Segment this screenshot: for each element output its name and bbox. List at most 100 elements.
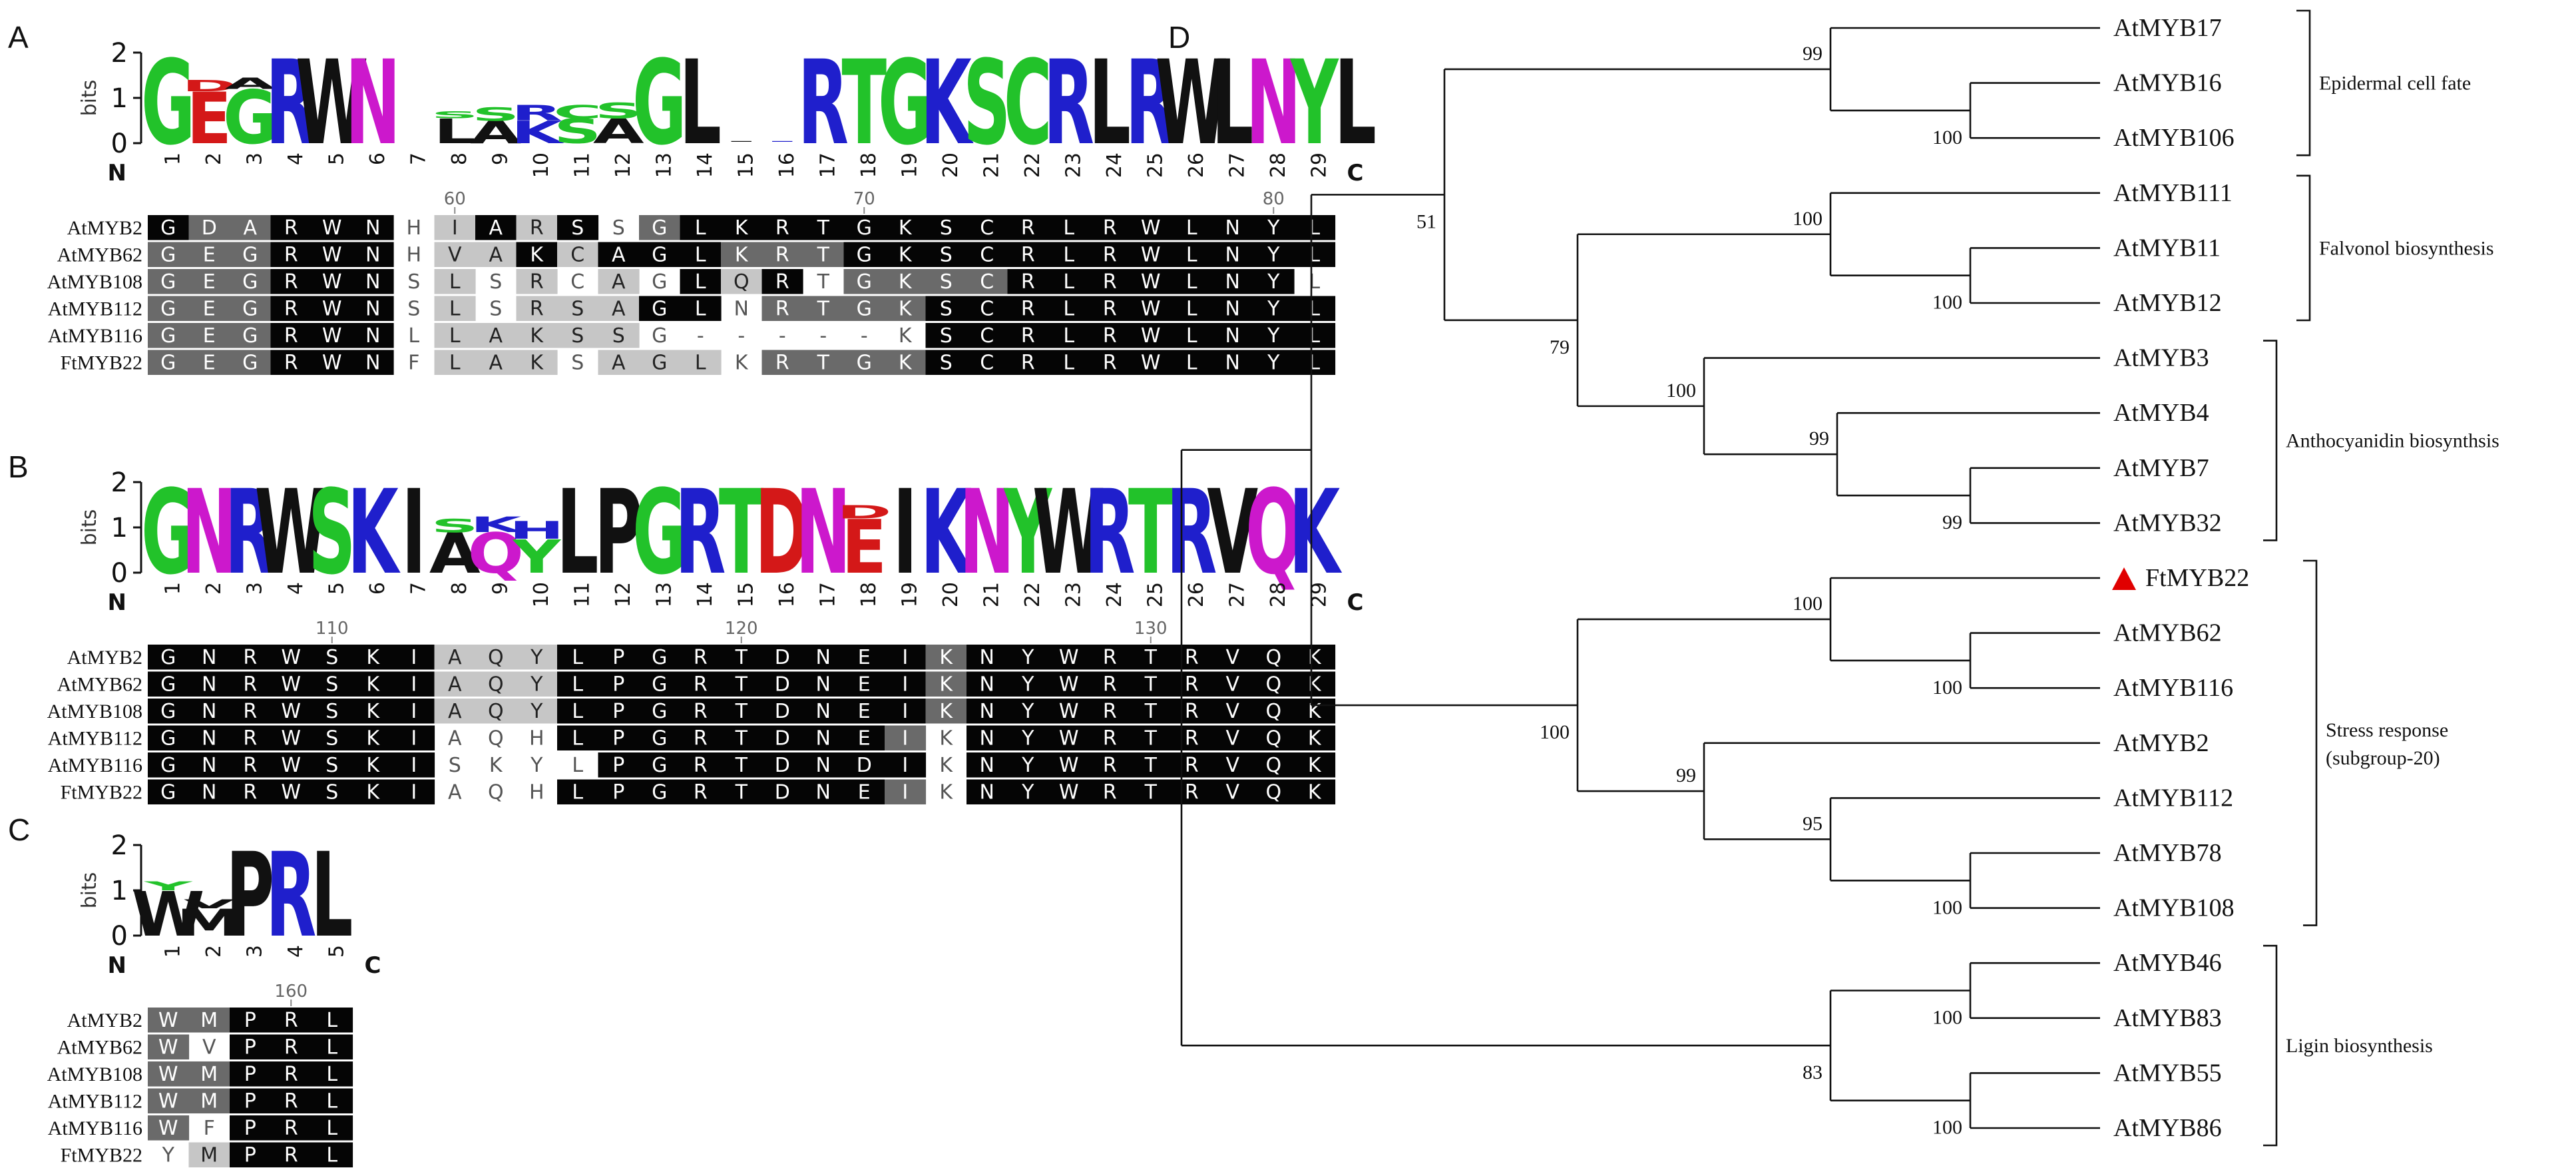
alignment-residue: G: [652, 727, 667, 750]
alignment-residue: C: [980, 270, 994, 294]
alignment-residue: S: [325, 754, 338, 777]
alignment-cell-shade: [761, 242, 803, 267]
logo-letter: A: [429, 521, 481, 586]
alignment-residue: G: [160, 754, 176, 777]
logo-letter: S: [431, 110, 479, 121]
logo-position-number: 11: [570, 582, 594, 607]
alignment-residue: N: [816, 673, 831, 697]
alignment-cell-shade: [1294, 725, 1336, 750]
tree-bootstrap-value: 100: [1666, 380, 1696, 402]
alignment-cell-shade: [312, 350, 353, 375]
alignment-residue: L: [695, 270, 706, 294]
logo-position-number: 4: [284, 945, 308, 958]
tree-leaf-label: AtMYB32: [2113, 509, 2222, 537]
group-bracket: [2296, 174, 2311, 322]
alignment-cell-shade: [557, 296, 599, 321]
tree-leaf-label-highlighted: FtMYB22: [2145, 564, 2249, 592]
alignment-residue: N: [365, 270, 380, 294]
alignment-cell-shade: [1007, 725, 1049, 750]
alignment-cell-shade: [230, 779, 272, 804]
alignment-cell-shade: [1171, 645, 1213, 670]
alignment-residue: S: [407, 298, 420, 321]
logo-letter: W: [1032, 465, 1105, 601]
alignment-cell-shade: [352, 323, 394, 348]
alignment-cell-shade: [188, 242, 230, 267]
logo-letter: G: [141, 465, 195, 601]
alignment-residue: G: [857, 244, 872, 267]
alignment-residue: T: [1144, 673, 1158, 697]
alignment-residue: R: [243, 673, 257, 697]
alignment-cell-shade: [1212, 296, 1254, 321]
alignment-residue: S: [571, 352, 584, 375]
alignment-cell-shade: [1007, 671, 1049, 697]
group-label: (subgroup-20): [2326, 747, 2440, 769]
logo-position-number: 19: [898, 582, 921, 607]
alignment-cell-shade: [1048, 671, 1090, 697]
alignment-residue: N: [1225, 324, 1240, 348]
alignment-residue: K: [366, 754, 380, 777]
alignment-residue: K: [1308, 700, 1322, 723]
alignment-residue: S: [571, 216, 584, 240]
alignment-residue: K: [530, 352, 544, 375]
logo-position-number: 13: [652, 152, 676, 178]
alignment-residue: G: [160, 352, 176, 375]
logo-position-number: 26: [1185, 582, 1208, 607]
alignment-residue: W: [281, 754, 301, 777]
tree-leaf-label: AtMYB62: [2113, 619, 2222, 647]
alignment-cell-shade: [721, 671, 763, 697]
alignment-residue: W: [158, 1009, 178, 1032]
alignment-cell-shade: [1171, 350, 1213, 375]
alignment-ruler-label: 80: [1263, 189, 1285, 209]
alignment-residue: P: [612, 646, 624, 669]
alignment-residue: I: [411, 754, 417, 777]
logo-letter: P: [226, 828, 274, 964]
alignment-sequence-name: AtMYB108: [47, 701, 142, 723]
alignment-cell-shade: [230, 323, 272, 348]
alignment-cell-shade: [148, 645, 190, 670]
logo-letter: C: [1004, 36, 1052, 171]
alignment-residue: Q: [488, 646, 504, 669]
alignment-cell-shade: [1007, 215, 1049, 240]
alignment-cell-shade: [803, 242, 845, 267]
alignment-residue: R: [284, 1117, 298, 1140]
group-label: Falvonol biosynthesis: [2319, 237, 2494, 259]
logo-position-number: 16: [775, 152, 799, 178]
alignment-residue: K: [366, 646, 380, 669]
alignment-residue: L: [1186, 216, 1197, 240]
alignment-cell-shade: [557, 725, 599, 750]
logo-position-number: 28: [1267, 152, 1290, 178]
alignment-residue: A: [448, 781, 462, 804]
tree-leaf-label: AtMYB17: [2113, 14, 2222, 42]
alignment-cell-shade: [680, 645, 722, 670]
alignment-cell-shade: [352, 269, 394, 294]
alignment-residue: G: [652, 324, 667, 348]
logo-letter: R: [1044, 36, 1094, 171]
alignment-cell-shade: [803, 671, 845, 697]
alignment-residue: R: [775, 298, 789, 321]
alignment-residue: I: [902, 700, 908, 723]
logo-position-number: 29: [1307, 152, 1331, 178]
panel-d-phylogenetic-tree: D 10099100100999910079511001001009599100…: [1168, 9, 2499, 1147]
alignment-residue: L: [695, 216, 706, 240]
alignment-residue: L: [695, 352, 706, 375]
alignment-cell-shade: [843, 779, 885, 804]
alignment-residue: R: [1185, 700, 1199, 723]
alignment-residue: H: [406, 244, 421, 267]
alignment-cell-shade: [885, 699, 927, 724]
alignment-residue: M: [200, 1144, 218, 1167]
alignment-residue: Y: [1021, 673, 1034, 697]
alignment-cell-shade: [557, 242, 599, 267]
alignment-cell-shade: [721, 699, 763, 724]
alignment-residue: G: [160, 781, 176, 804]
alignment-residue: S: [940, 216, 953, 240]
alignment-cell-shade: [270, 779, 312, 804]
alignment-residue: -: [861, 324, 868, 348]
alignment-cell-shade: [925, 699, 967, 724]
alignment-residue: N: [980, 673, 994, 697]
alignment-cell-shade: [966, 269, 1008, 294]
alignment-cell-shade: [885, 645, 927, 670]
alignment-residue: E: [858, 700, 871, 723]
alignment-cell-shade: [1253, 779, 1295, 804]
alignment-residue: E: [203, 270, 216, 294]
